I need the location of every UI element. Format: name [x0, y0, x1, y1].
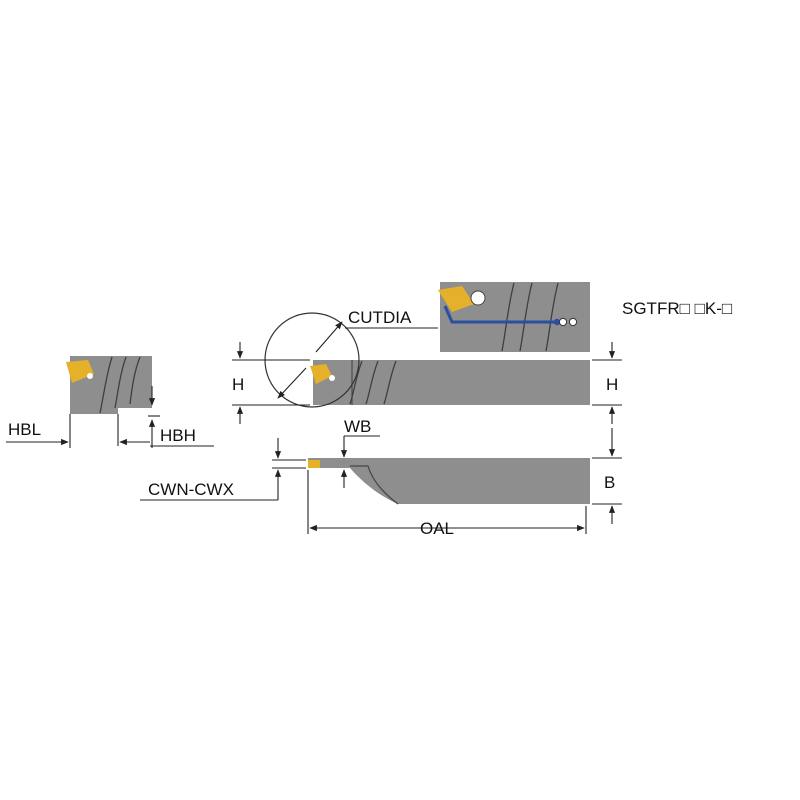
designation-label: SGTFR□ □K-□: [622, 299, 732, 318]
detail-view-hbl-hbh: [6, 356, 214, 448]
h-right-label: H: [606, 375, 618, 394]
side-insert-hole: [329, 375, 335, 381]
coolant-insert: [438, 286, 474, 312]
top-view: [140, 428, 622, 534]
detail-insert: [66, 360, 94, 383]
side-insert: [310, 364, 332, 384]
side-body: [313, 360, 590, 405]
cutdia-label: CUTDIA: [348, 308, 412, 327]
detail-insert-hole: [87, 373, 93, 379]
coolant-insert-hole: [470, 290, 486, 306]
h-left-label: H: [232, 375, 244, 394]
hbh-label: HBH: [160, 426, 196, 445]
side-view: [232, 312, 622, 424]
coolant-port-inner: [553, 318, 561, 326]
b-label: B: [604, 473, 615, 492]
hbl-label: HBL: [8, 420, 41, 439]
cwn-cwx-label: CWN-CWX: [148, 480, 234, 499]
wb-label: WB: [344, 417, 371, 436]
coolant-channel: [443, 305, 555, 324]
top-insert: [308, 460, 320, 468]
coolant-detail-view: [438, 282, 590, 352]
oal-label: OAL: [420, 519, 454, 538]
coolant-port-2: [568, 317, 578, 327]
coolant-port-1: [558, 317, 568, 327]
top-body: [308, 458, 590, 504]
